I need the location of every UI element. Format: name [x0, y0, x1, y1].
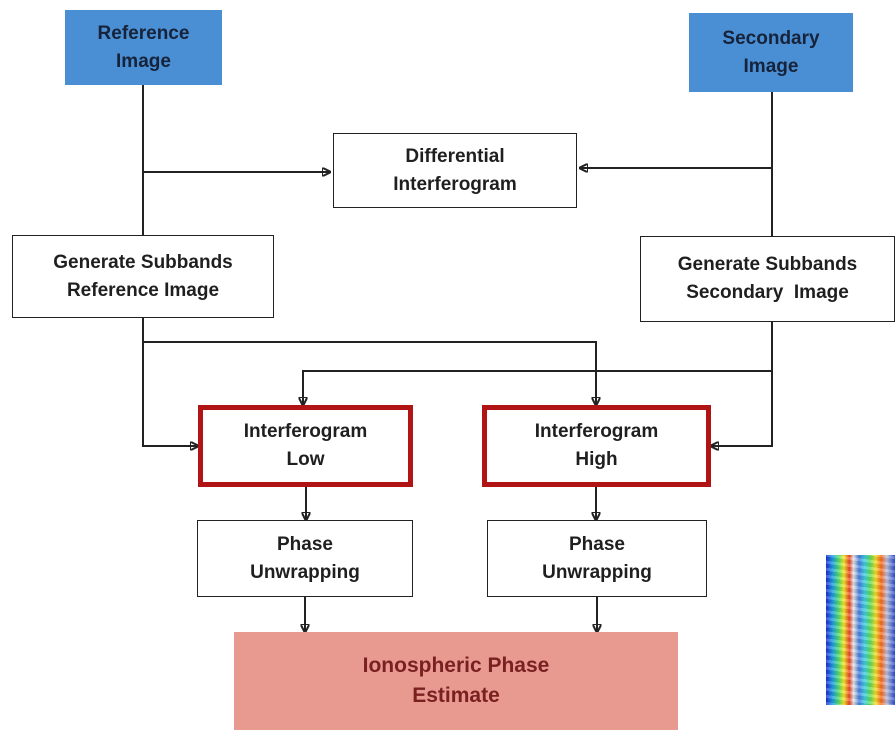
secondary-image-line-2: Image — [743, 55, 799, 77]
reference-image-node: Reference Image — [65, 10, 222, 85]
phase-unwrapping-left-line-1: Phase — [277, 533, 333, 555]
edge-subbands-sec-to-low — [303, 370, 772, 405]
differential-interferogram-node: Differential Interferogram — [333, 133, 577, 208]
differential-interferogram-line-2: Interferogram — [393, 173, 517, 195]
phase-unwrapping-right-line-1: Phase — [569, 533, 625, 555]
interferogram-low-node: Interferogram Low — [198, 405, 413, 487]
phase-unwrapping-left-node: Phase Unwrapping — [197, 520, 413, 597]
phase-unwrapping-left-line-2: Unwrapping — [250, 561, 360, 583]
subbands-secondary-line-2: Secondary Image — [686, 282, 849, 303]
interferogram-high-line-2: High — [575, 449, 618, 470]
subbands-reference-node: Generate Subbands Reference Image — [12, 235, 274, 318]
interferogram-high-line-1: Interferogram — [534, 421, 659, 443]
edge-subbands-sec-to-high — [711, 322, 773, 446]
edge-subbands-ref-to-high — [143, 341, 596, 405]
subbands-secondary-node: Generate Subbands Secondary Image — [640, 236, 895, 322]
reference-image-line-1: Reference — [97, 22, 190, 44]
phase-map-image — [826, 555, 895, 705]
secondary-image-node: Secondary Image — [689, 13, 853, 92]
ionospheric-estimate-line-1: Ionospheric Phase — [362, 653, 550, 677]
ionospheric-estimate-line-2: Estimate — [412, 684, 500, 707]
interferogram-low-line-1: Interferogram — [243, 421, 368, 443]
phase-unwrapping-right-line-2: Unwrapping — [542, 561, 652, 583]
phase-unwrapping-right-node: Phase Unwrapping — [487, 520, 707, 597]
edge-subbands-ref-to-low — [142, 318, 198, 446]
reference-image-line-2: Image — [116, 50, 171, 72]
subbands-reference-line-1: Generate Subbands — [53, 251, 233, 273]
interferogram-high-node: Interferogram High — [482, 405, 711, 487]
ionospheric-phase-estimate-node: Ionospheric Phase Estimate — [234, 632, 678, 730]
secondary-image-line-1: Secondary — [722, 27, 820, 49]
subbands-reference-line-2: Reference Image — [66, 279, 220, 301]
differential-interferogram-line-1: Differential — [405, 145, 505, 167]
subbands-secondary-line-1: Generate Subbands — [677, 254, 858, 276]
interferogram-low-line-2: Low — [286, 449, 325, 470]
